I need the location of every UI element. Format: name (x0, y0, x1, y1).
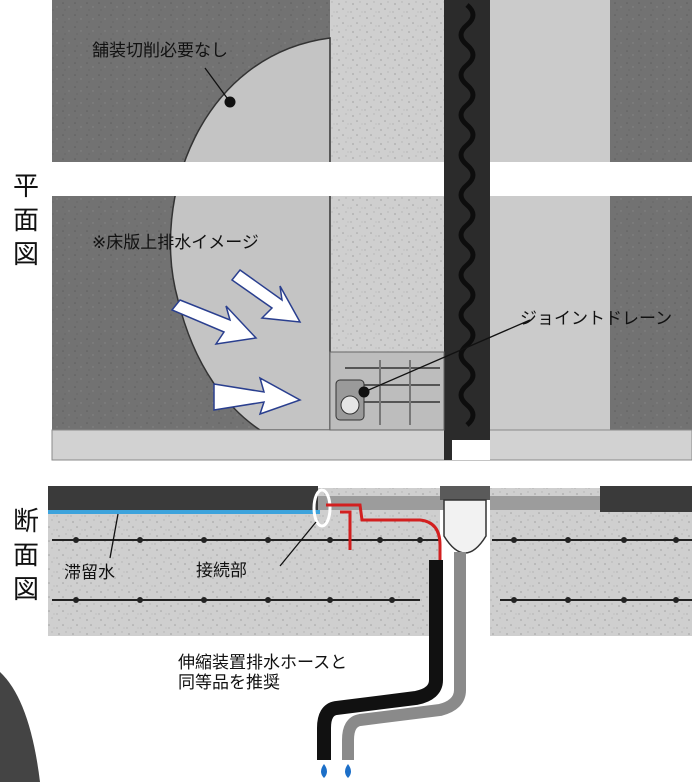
plan-view (51, 0, 692, 461)
leader-no-cut (204, 67, 231, 103)
grey-drain-hose (342, 552, 466, 760)
connection-callout: 接続部 (196, 561, 247, 581)
expansion-joint-strip (444, 0, 490, 460)
leader-connection (279, 521, 317, 567)
asphalt-layer-right (600, 486, 692, 512)
hose-recommend-callout-2: 同等品を推奨 (178, 673, 280, 693)
no-cut-callout: 舗装切削必要なし (92, 41, 228, 61)
lane-marking-left (52, 162, 330, 196)
joint-plate-left (318, 496, 444, 510)
section-view-label: 断面図 (12, 507, 39, 605)
hose-recommend-callout-1: 伸縮装置排水ホースと (178, 653, 348, 673)
arrow-3 (213, 376, 302, 416)
lane-marking-mid (330, 162, 444, 196)
arrow-2 (230, 268, 302, 323)
black-drain-hose (317, 560, 443, 760)
leader-joint-drain (363, 319, 531, 393)
plan-curb (51, 429, 692, 461)
stagnant-water-callout: 滞留水 (64, 563, 115, 583)
drainage-arrows (170, 268, 302, 416)
no-cut-area (169, 37, 331, 431)
section-view (0, 486, 692, 782)
joint-top-cap (440, 486, 490, 500)
deck-drainage-callout: ※床版上排水イメージ (92, 233, 259, 253)
plan-asphalt-right (610, 0, 692, 430)
lane-marking-right (490, 162, 692, 196)
red-drain-branch (340, 510, 352, 550)
red-drain-pipe (326, 503, 442, 650)
joint-drain-trough (443, 499, 487, 554)
plan-concrete-band-right (490, 0, 610, 430)
rebar-lines (52, 539, 692, 601)
joint-gap-end (452, 440, 490, 460)
joint-drain-callout: ジョイントドレーン (520, 309, 673, 329)
marker-no-cut (224, 96, 236, 108)
photo-corner (0, 672, 40, 782)
rebar-dots (73, 537, 679, 603)
connection-ring (312, 488, 332, 528)
arrow-1 (170, 299, 258, 345)
water-drop-1 (321, 764, 327, 778)
marker-joint-drain (358, 386, 370, 398)
joint-rubber-seal (458, 3, 476, 427)
joint-drain-device (329, 351, 445, 431)
plan-view-label: 平面図 (12, 172, 39, 270)
water-drop-2 (345, 764, 351, 778)
asphalt-layer-left (48, 486, 318, 512)
leader-stagnant-water (109, 513, 119, 559)
joint-plate-right (490, 496, 600, 510)
